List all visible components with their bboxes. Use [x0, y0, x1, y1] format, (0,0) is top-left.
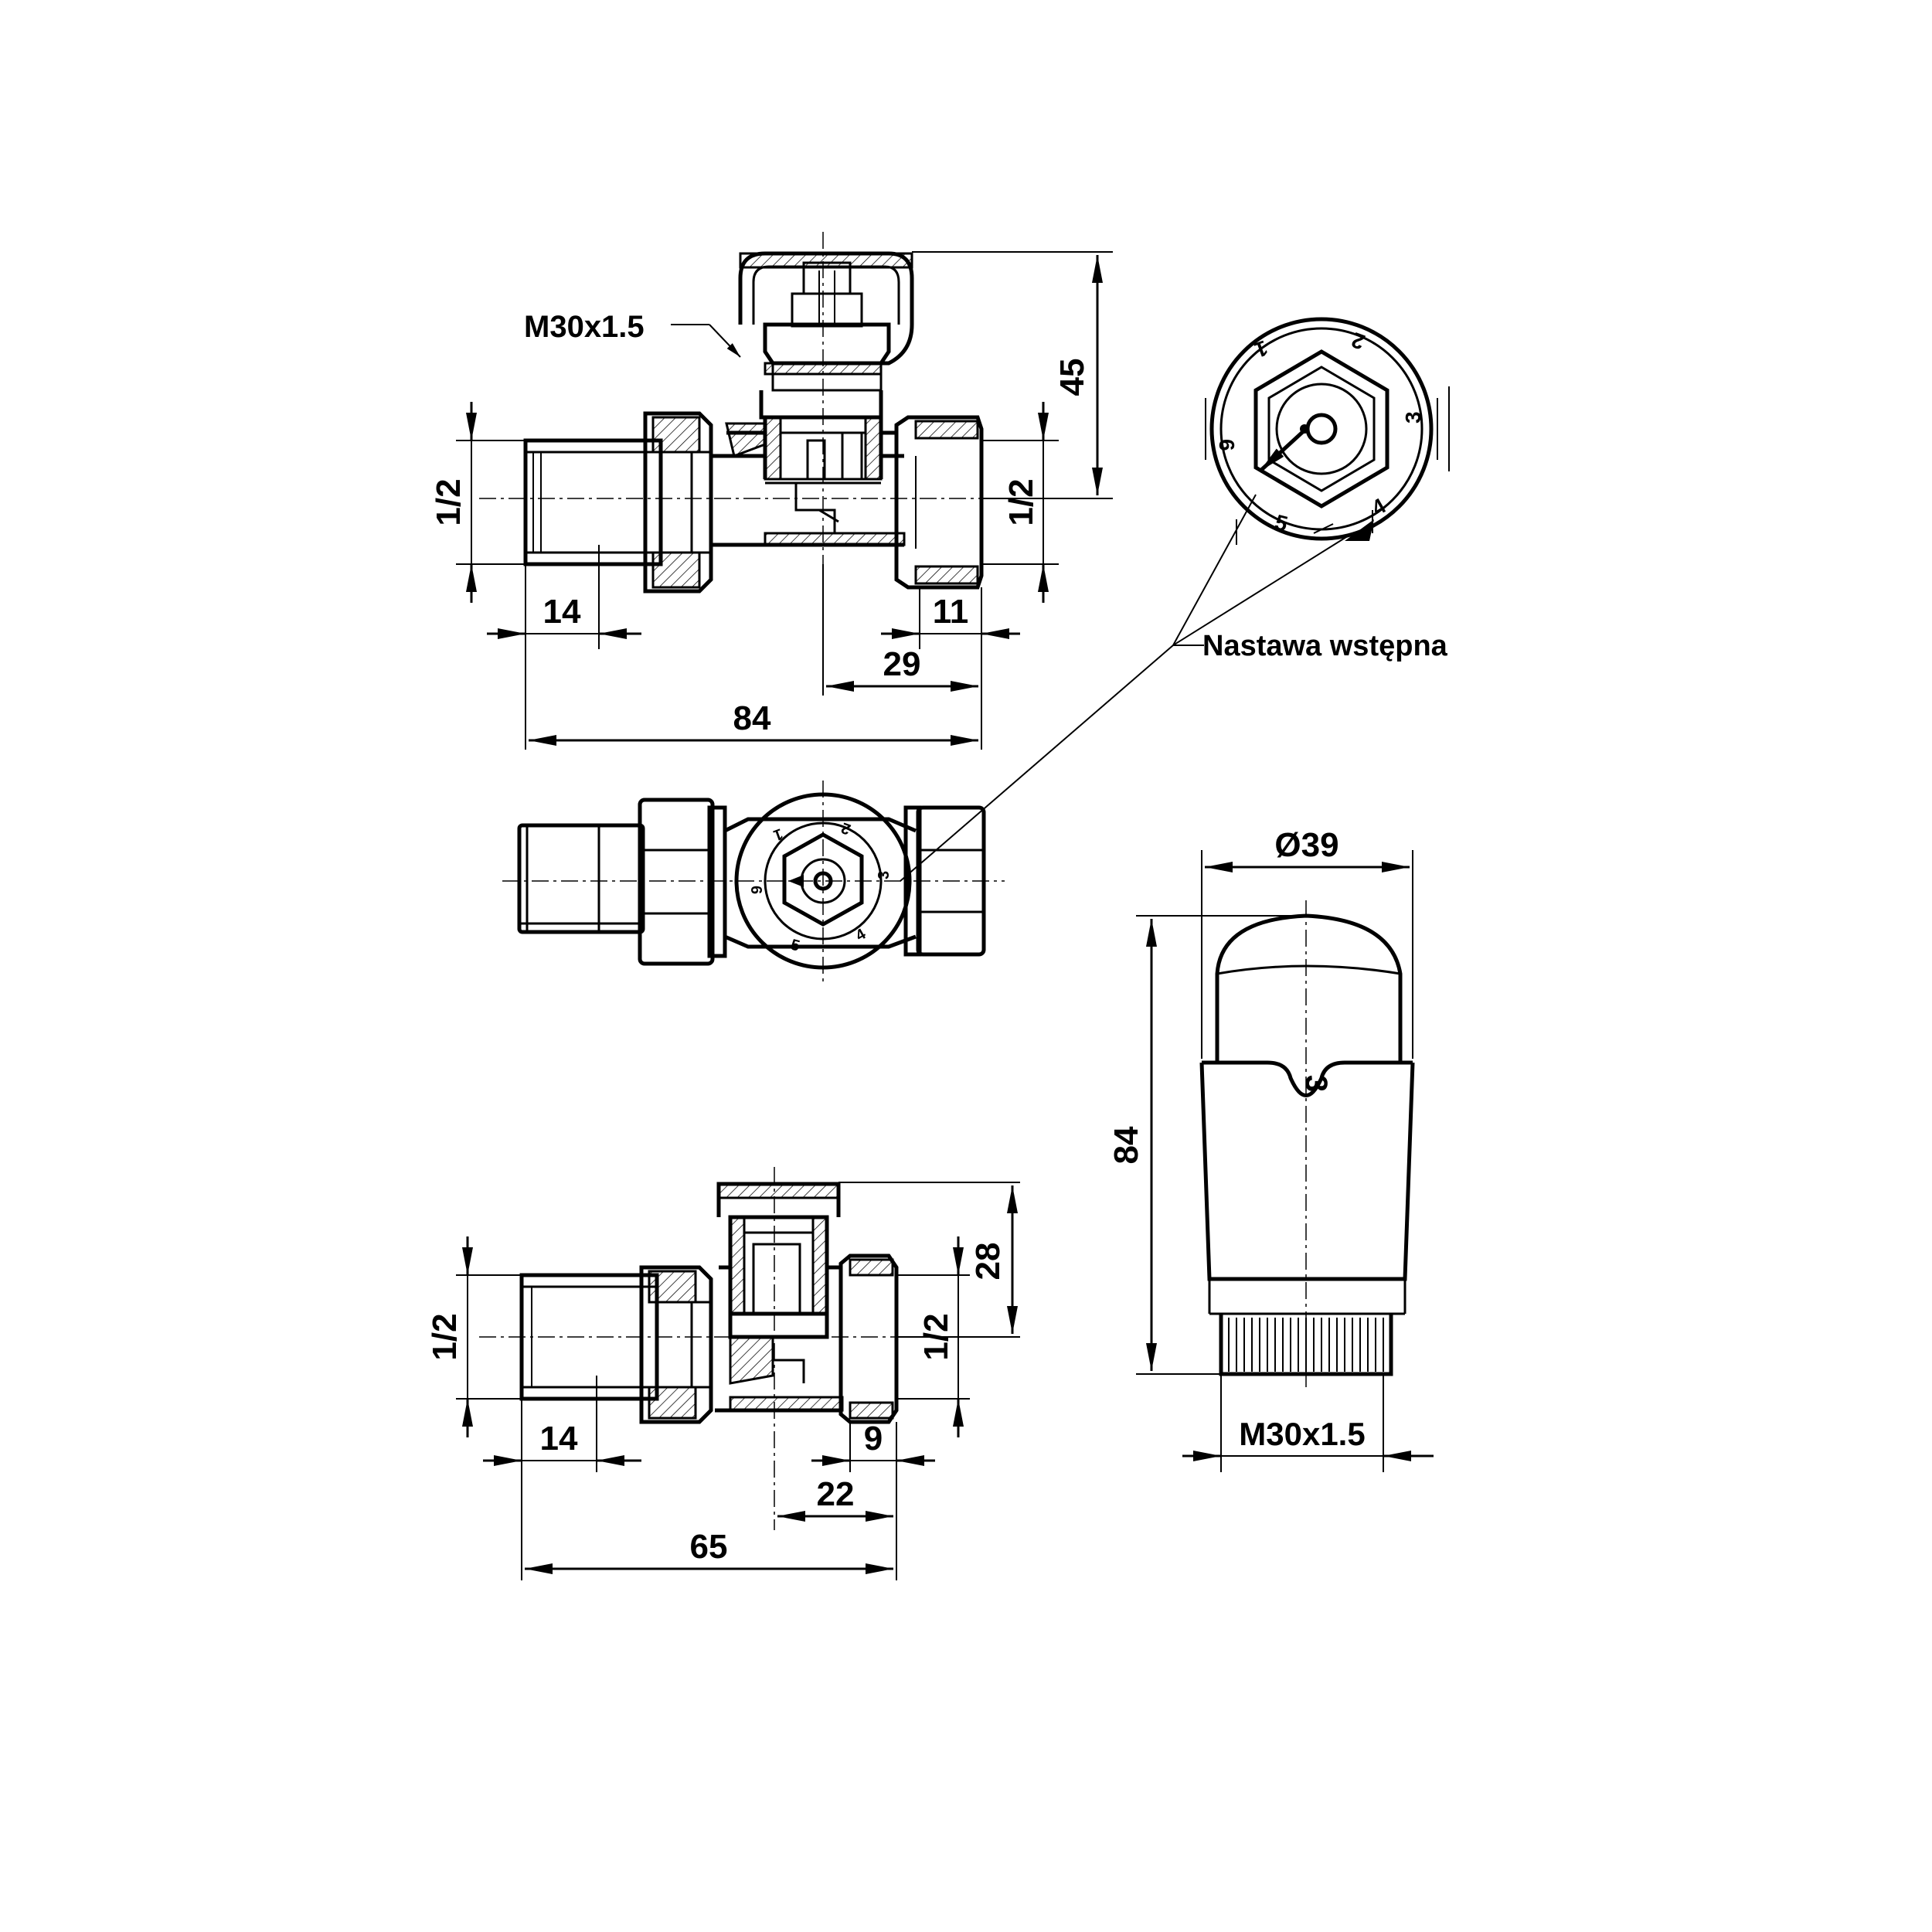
angle-nut-length: 9: [864, 1420, 883, 1458]
pipe-size-right: 1/2: [1002, 478, 1040, 526]
dial-mark-1: 1: [1251, 335, 1270, 362]
head-diameter: Ø39: [1274, 826, 1338, 864]
svg-text:5: 5: [789, 937, 801, 955]
svg-text:1: 1: [771, 825, 785, 843]
dial-mark-2: 2: [1349, 328, 1368, 354]
angle-axis-offset: 22: [817, 1475, 855, 1513]
preset-callout: Nastawa wstępna: [900, 494, 1448, 882]
angle-pipe-size-left: 1/2: [426, 1313, 464, 1360]
axis-offset: 29: [883, 645, 921, 683]
thread-label: M30x1.5: [524, 310, 645, 344]
dial-mark-5: 5: [1272, 510, 1290, 536]
head-height: 84: [1107, 1126, 1145, 1164]
pipe-size-left: 1/2: [430, 478, 468, 526]
svg-text:3: 3: [876, 871, 893, 879]
dial-mark-3: 3: [1401, 411, 1425, 423]
angle-height-dimension: 28: [969, 1243, 1007, 1281]
valve-straight-section: M30x1.5 45 1/2 1/2 14 11: [430, 232, 1113, 750]
thermostatic-head: 3 Ø39 84 M30x1.5: [1107, 826, 1434, 1472]
tail-length: 14: [543, 593, 581, 631]
preset-dial-detail: 1 2 3 4 5 6: [1205, 317, 1450, 545]
valve-angle-section: 28 1/2 1/2 14 9 22 65: [426, 1167, 1020, 1580]
svg-text:6: 6: [747, 886, 764, 894]
angle-pipe-size-right: 1/2: [917, 1313, 955, 1360]
preset-callout-label: Nastawa wstępna: [1202, 630, 1448, 662]
svg-text:2: 2: [839, 818, 853, 837]
height-dimension: 45: [1053, 359, 1091, 396]
scale-mark: 3: [1299, 1075, 1333, 1092]
nut-length: 11: [933, 593, 969, 631]
dial-mark-6: 6: [1215, 439, 1239, 451]
angle-overall-length: 65: [690, 1528, 728, 1566]
overall-length: 84: [733, 699, 771, 737]
valve-top-view: 1 2 3 4 5 6: [502, 781, 1005, 981]
head-thread-label: M30x1.5: [1239, 1416, 1365, 1452]
angle-tail-length: 14: [540, 1420, 578, 1458]
svg-text:4: 4: [853, 925, 869, 944]
